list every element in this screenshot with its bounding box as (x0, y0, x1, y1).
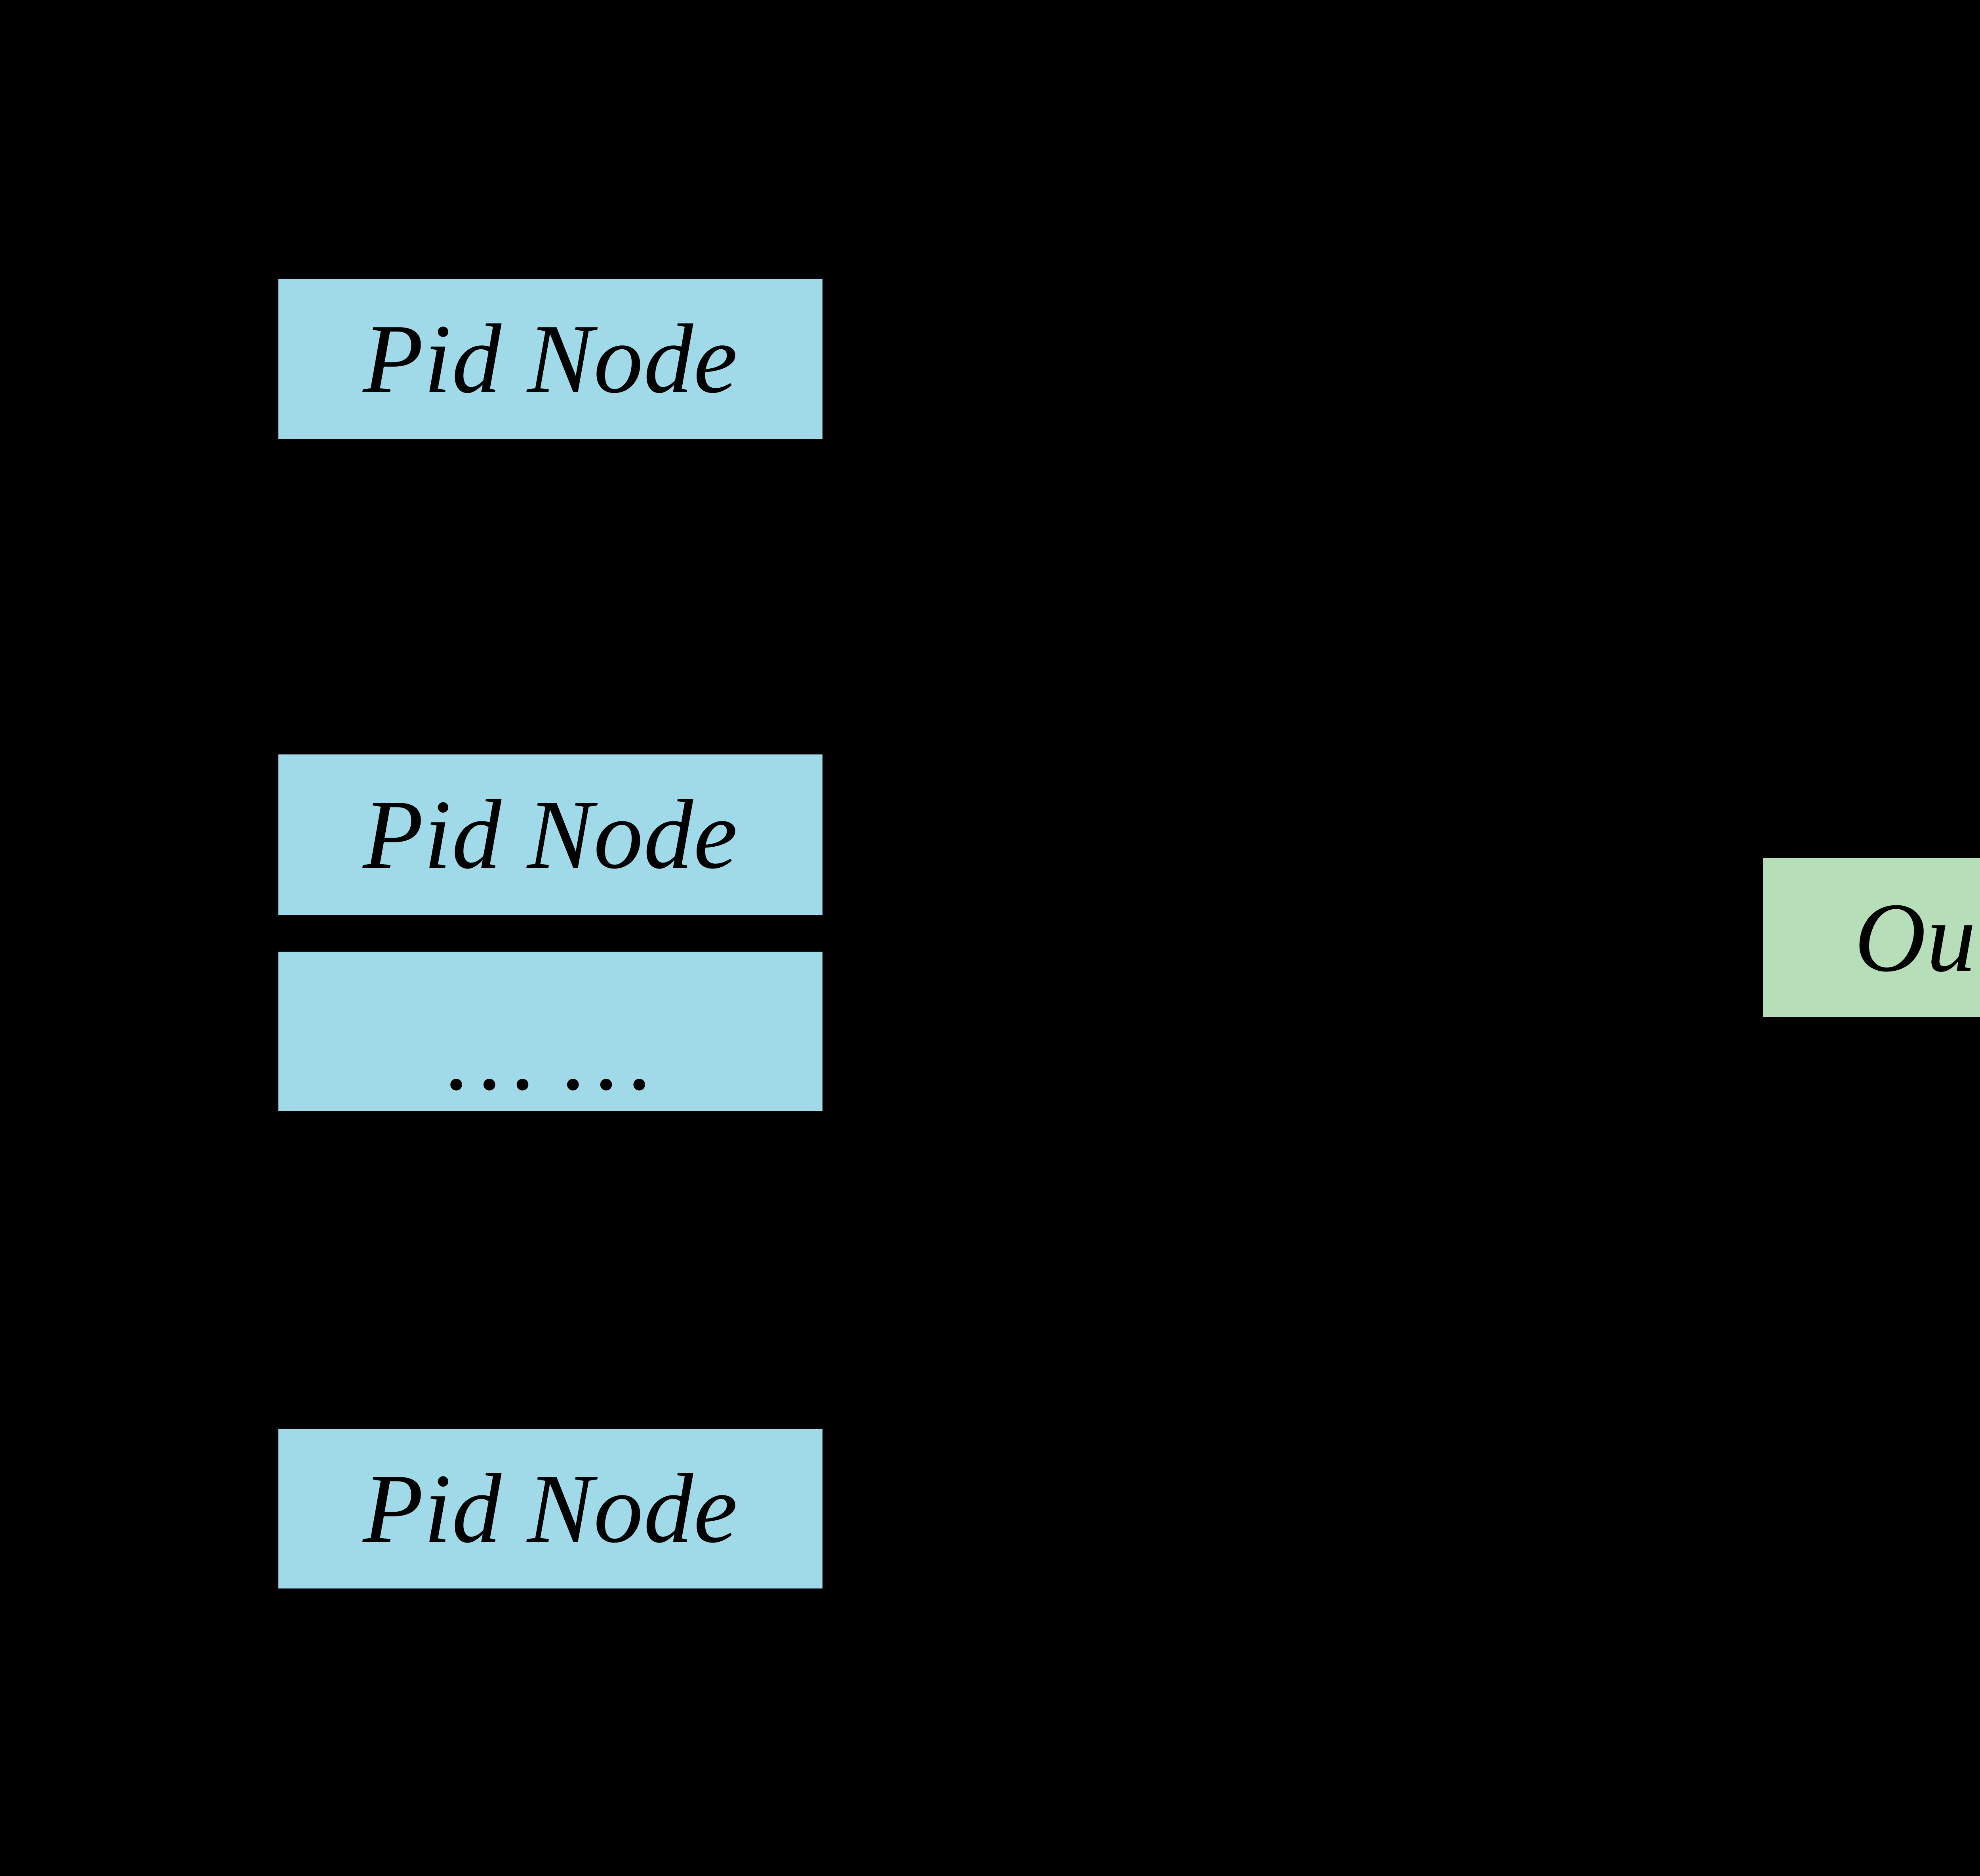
pid-node-label-3: Pid Node (363, 1453, 738, 1564)
ellipsis-label: … … (447, 1001, 654, 1111)
out-limit-label: OutLimit (1854, 882, 1980, 992)
pid-node-box-1[interactable]: Pid Node (278, 279, 822, 439)
pid-node-box-2[interactable]: Pid Node (278, 754, 822, 915)
out-limit-box[interactable]: OutLimit (1763, 858, 1980, 1017)
pid-node-label-1: Pid Node (363, 304, 738, 414)
pid-node-box-3[interactable]: Pid Node (278, 1429, 822, 1588)
pid-node-label-2: Pid Node (363, 779, 738, 889)
pid-node-ellipsis-box[interactable]: … … (278, 952, 822, 1111)
